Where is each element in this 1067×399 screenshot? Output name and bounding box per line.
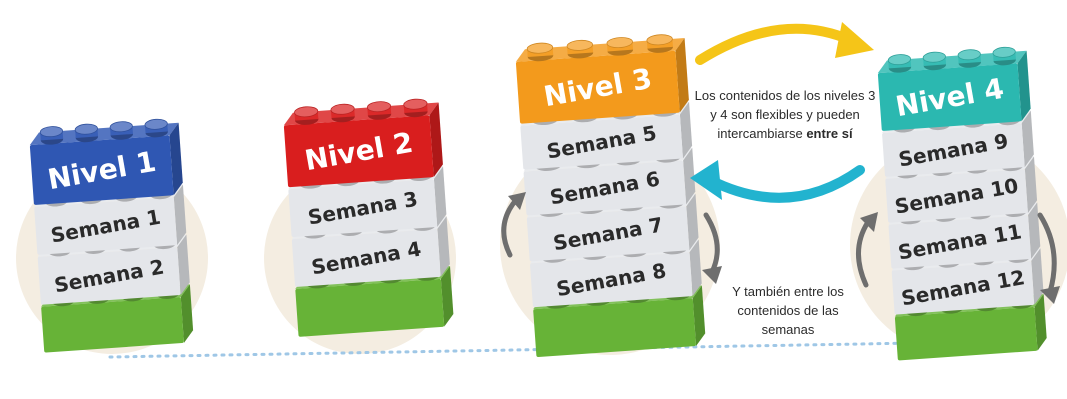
cyan-swap-arrow-icon: [690, 160, 865, 203]
weeks-swap-note: Y también entre los contenidos de las se…: [718, 282, 858, 339]
levels-swap-text: Los contenidos de los niveles 3 y 4 son …: [694, 88, 876, 141]
rotate-arrow-right-icon-4: [1037, 212, 1060, 304]
level-brick-1: Nivel 1: [29, 118, 183, 205]
level-brick-2: Nivel 2: [283, 98, 443, 188]
levels-swap-note: Los contenidos de los niveles 3 y 4 son …: [690, 86, 880, 143]
rotate-arrow-right-icon-3: [702, 212, 722, 284]
yellow-swap-arrow-icon: [695, 22, 874, 65]
level-brick-3: Nivel 3: [515, 34, 689, 124]
semana-brick-10: Semana 10: [885, 152, 1038, 223]
levels-swap-bold-text: entre sí: [806, 126, 853, 141]
rotate-arrow-left-icon-3: [501, 192, 526, 258]
arrows-layer: [501, 22, 1060, 304]
weeks-swap-text: Y también entre los contenidos de las se…: [732, 284, 844, 337]
rotate-arrow-left-icon-4: [855, 212, 878, 288]
level-brick-4: Nivel 4: [877, 46, 1031, 131]
